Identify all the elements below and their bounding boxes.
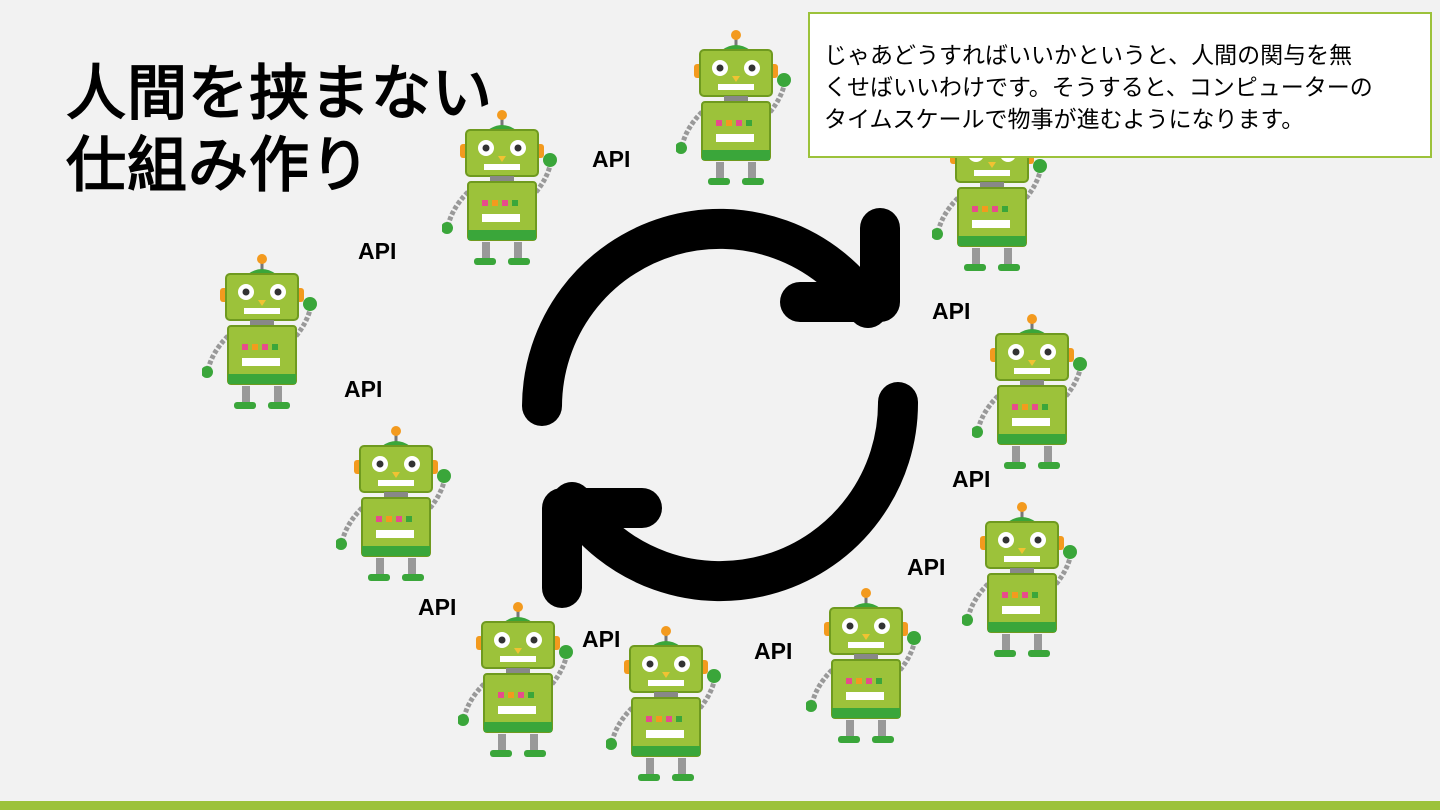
robot-icon [458, 600, 578, 760]
api-label-7: API [418, 594, 456, 621]
robot-icon [336, 424, 456, 584]
robot-icon [606, 624, 726, 784]
refresh-cycle-icon [500, 190, 940, 620]
api-label-2: API [358, 238, 396, 265]
robot-icon [442, 108, 562, 268]
api-label-1: API [592, 146, 630, 173]
slide-title-line-2: 仕組み作り [66, 130, 493, 202]
robot-icon [806, 586, 926, 746]
slide-title: 人間を挟まない 仕組み作り [66, 58, 493, 202]
note-line-1: じゃあどうすればいいかというと、人間の関与を無 [824, 40, 1418, 72]
robot-icon [202, 252, 322, 412]
robot-icon [962, 500, 1082, 660]
api-label-9: API [754, 638, 792, 665]
speaker-note-box: じゃあどうすればいいかというと、人間の関与を無 くせばいいわけです。そうすると、… [808, 12, 1432, 158]
api-label-8: API [582, 626, 620, 653]
robot-icon [676, 28, 796, 188]
note-line-3: タイムスケールで物事が進むようになります。 [824, 104, 1418, 136]
api-label-3: API [932, 298, 970, 325]
api-label-6: API [907, 554, 945, 581]
note-line-2: くせばいいわけです。そうすると、コンピューターの [824, 72, 1418, 104]
bottom-accent-bar [0, 801, 1440, 810]
slide-title-line-1: 人間を挟まない [66, 58, 493, 130]
robot-icon [972, 312, 1092, 472]
api-label-4: API [344, 376, 382, 403]
api-label-5: API [952, 466, 990, 493]
